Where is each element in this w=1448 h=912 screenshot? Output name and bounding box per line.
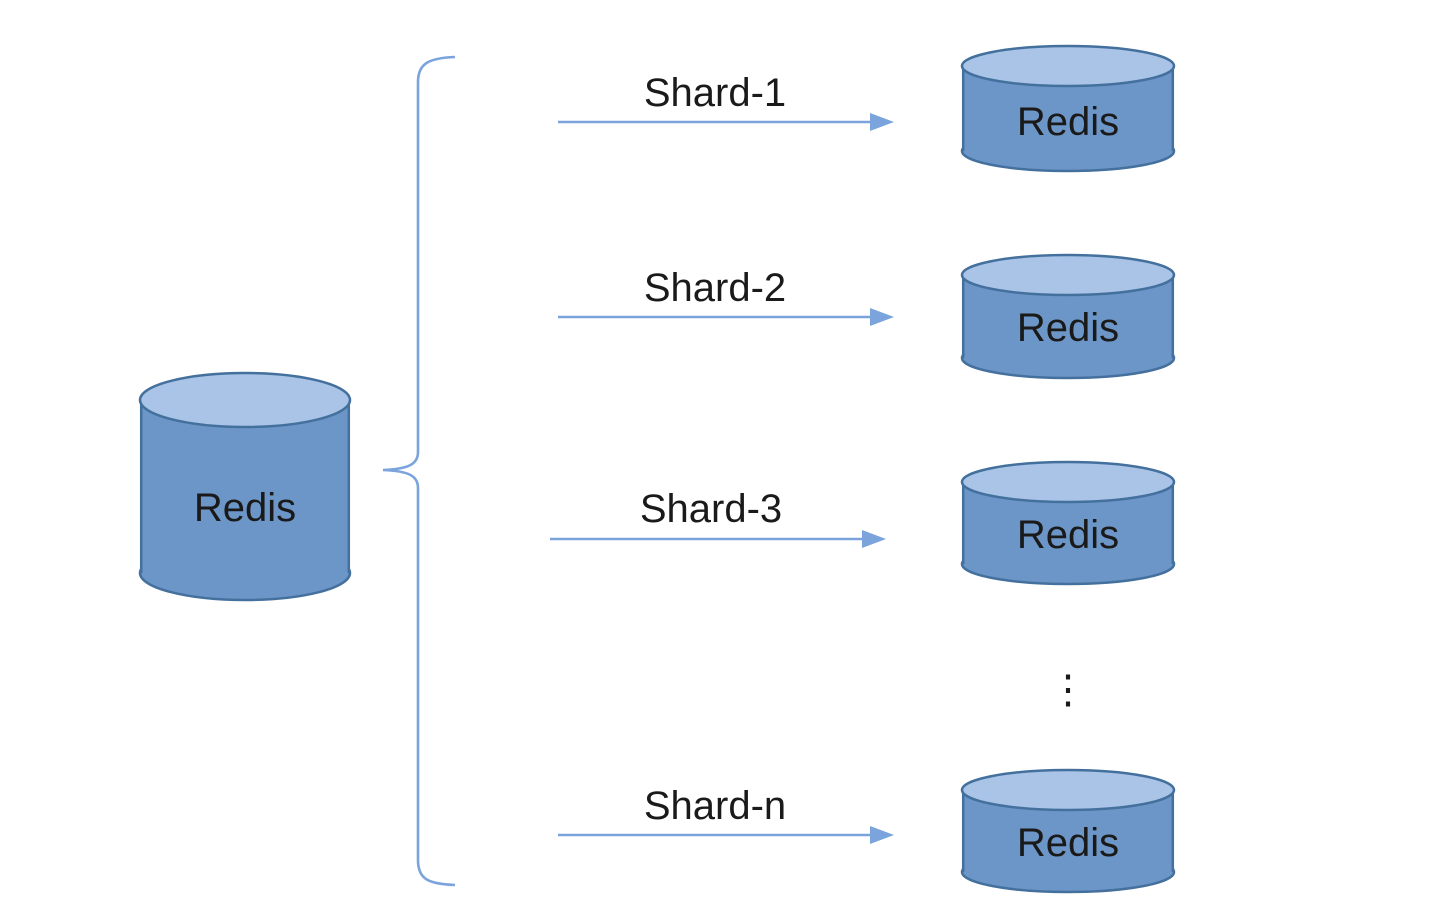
database-cylinder-top xyxy=(960,44,1176,88)
database-cylinder-top xyxy=(960,768,1176,812)
shard-label-1: Shard-1 xyxy=(644,71,786,115)
shard-flow-3: Shard-3 xyxy=(550,487,886,548)
fanout-brace xyxy=(382,55,456,887)
shard-redis-node-1: Redis xyxy=(960,44,1176,173)
shard-flow-n: Shard-n xyxy=(558,784,894,844)
shard-flow-1: Shard-1 xyxy=(558,71,894,131)
shard-label-3: Shard-3 xyxy=(640,487,782,531)
shard-flow-2: Shard-2 xyxy=(558,266,894,326)
database-cylinder-top xyxy=(138,371,352,429)
source-redis-node: Redis xyxy=(138,371,352,602)
shard-node-label-3: Redis xyxy=(1017,513,1119,557)
source-node-label: Redis xyxy=(194,486,296,530)
shard-redis-node-2: Redis xyxy=(960,253,1176,380)
shard-label-2: Shard-2 xyxy=(644,266,786,310)
database-cylinder-top xyxy=(960,460,1176,504)
shard-redis-node-n: Redis xyxy=(960,768,1176,894)
shard-label-n: Shard-n xyxy=(644,784,786,828)
shard-node-label-2: Redis xyxy=(1017,306,1119,350)
shard-node-label-n: Redis xyxy=(1017,821,1119,865)
database-cylinder-top xyxy=(960,253,1176,297)
shard-node-label-1: Redis xyxy=(1017,100,1119,144)
database-cylinder-body xyxy=(140,400,350,573)
more-shards-ellipsis: ⋮ xyxy=(1048,668,1088,712)
shard-redis-node-3: Redis xyxy=(960,460,1176,586)
